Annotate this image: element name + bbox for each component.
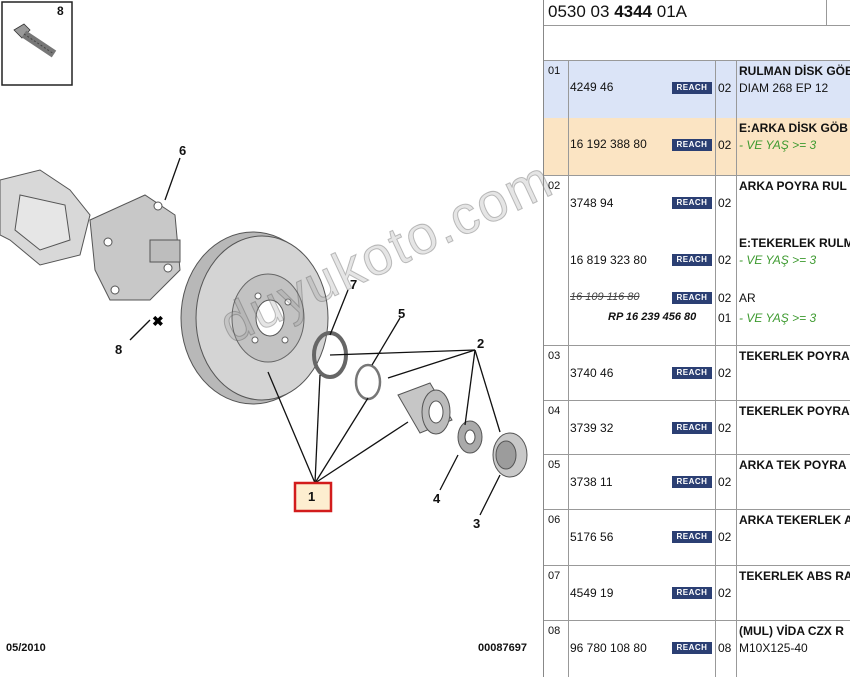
- reach-badge: REACH: [672, 254, 712, 266]
- part-number-superseded[interactable]: 16 109 116 80: [570, 291, 640, 303]
- part-quantity: 02: [718, 81, 732, 95]
- header-band: [544, 26, 850, 61]
- exploded-diagram: ✖ 8 6 7 5 2 8 1 4 3 duyukoto.com 05/2010…: [0, 1, 563, 654]
- reach-badge: REACH: [672, 367, 712, 379]
- hub-nut-drawing: [457, 420, 483, 454]
- callout-7[interactable]: 7: [350, 277, 358, 292]
- part-quantity: 08: [718, 641, 732, 655]
- callout-5[interactable]: 5: [398, 306, 406, 321]
- reach-badge: REACH: [672, 82, 712, 94]
- snap-ring: [354, 363, 382, 401]
- part-condition: - VE YAŞ >= 3: [739, 311, 817, 325]
- callout-8-inset[interactable]: 8: [57, 4, 64, 18]
- table-row[interactable]: 01 RULMAN DİSK GÖB 4249 46 REACH 02 DIAM…: [544, 61, 850, 176]
- table-row[interactable]: 04 TEKERLEK POYRA 3739 32 REACH 02: [544, 401, 850, 455]
- row-index: 08: [548, 625, 561, 637]
- part-number-replacement[interactable]: RP 16 239 456 80: [608, 311, 697, 323]
- part-quantity: 02: [718, 366, 732, 380]
- part-number[interactable]: 4249 46: [570, 80, 614, 94]
- part-number[interactable]: 3739 32: [570, 421, 614, 435]
- reach-badge: REACH: [672, 292, 712, 304]
- reach-badge: REACH: [672, 642, 712, 654]
- highlight-box: [293, 481, 333, 513]
- reach-badge: REACH: [672, 531, 712, 543]
- row-index: 04: [548, 405, 561, 417]
- row-index: 06: [548, 514, 561, 526]
- row-index: 03: [548, 350, 561, 362]
- part-condition: - VE YAŞ >= 3: [739, 253, 817, 267]
- part-number[interactable]: 3740 46: [570, 366, 614, 380]
- part-description: E:ARKA DİSK GÖB: [739, 121, 848, 135]
- table-row[interactable]: 03 TEKERLEK POYRA 3740 46 REACH 02: [544, 346, 850, 401]
- part-description: ARKA TEKERLEK A: [739, 513, 850, 527]
- part-description: ARKA POYRA RUL: [739, 179, 847, 193]
- part-quantity: 01: [718, 311, 732, 325]
- part-condition: - VE YAŞ >= 3: [739, 138, 817, 152]
- parts-table: 0530 03 4344 01A 01 RULMAN DİSK GÖB 4249…: [543, 0, 850, 677]
- diagram-code: 0530 03 4344 01A: [548, 2, 687, 21]
- part-number[interactable]: 3748 94: [570, 196, 614, 210]
- leader-lines: [129, 157, 501, 516]
- row-index: 07: [548, 570, 561, 582]
- part-number[interactable]: 16 819 323 80: [570, 253, 647, 267]
- callout-1[interactable]: 1: [308, 489, 316, 504]
- part-number[interactable]: 5176 56: [570, 530, 614, 544]
- part-quantity: 02: [718, 530, 732, 544]
- dust-cap-drawing: [492, 432, 528, 478]
- screw-icon: [13, 23, 57, 58]
- reach-badge: REACH: [672, 139, 712, 151]
- reach-badge: REACH: [672, 422, 712, 434]
- part-description: (MUL) VİDA CZX R: [739, 624, 844, 638]
- row-index: 05: [548, 459, 561, 471]
- table-row[interactable]: 02 ARKA POYRA RUL 3748 94 REACH 02 E:TEK…: [544, 176, 850, 346]
- part-description: TEKERLEK POYRA: [739, 349, 850, 363]
- callout-6[interactable]: 6: [179, 143, 187, 158]
- part-quantity: 02: [718, 421, 732, 435]
- part-description: E:TEKERLEK RULM: [739, 236, 850, 250]
- part-detail: M10X125-40: [739, 641, 808, 655]
- diagram-reference: 00087697: [478, 642, 527, 654]
- brake-disc-drawing: [180, 231, 329, 405]
- callout-3[interactable]: 3: [473, 516, 481, 531]
- callout-2[interactable]: 2: [477, 336, 485, 351]
- part-description: AR: [739, 291, 756, 305]
- diagram-drawing: ✖: [0, 1, 528, 516]
- part-description: TEKERLEK ABS RA: [739, 569, 850, 583]
- reach-badge: REACH: [672, 587, 712, 599]
- part-quantity: 02: [718, 291, 732, 305]
- part-number[interactable]: 96 780 108 80: [570, 641, 647, 655]
- part-number[interactable]: 3738 11: [570, 475, 613, 489]
- table-row[interactable]: 05 ARKA TEK POYRA 3738 11 REACH 02: [544, 455, 850, 510]
- part-quantity: 02: [718, 475, 732, 489]
- bearing-drawing: [397, 382, 453, 435]
- part-description: RULMAN DİSK GÖB: [739, 64, 850, 78]
- table-row[interactable]: 08 (MUL) VİDA CZX R 96 780 108 80 REACH …: [544, 621, 850, 677]
- part-number[interactable]: 4549 19: [570, 586, 614, 600]
- reach-badge: REACH: [672, 476, 712, 488]
- table-header: 0530 03 4344 01A: [544, 0, 850, 26]
- callout-8[interactable]: 8: [115, 342, 123, 357]
- part-quantity: 02: [718, 586, 732, 600]
- table-row[interactable]: 06 ARKA TEKERLEK A 5176 56 REACH 02: [544, 510, 850, 566]
- part-quantity: 02: [718, 253, 732, 267]
- part-quantity: 02: [718, 138, 732, 152]
- row-index: 02: [548, 180, 561, 192]
- part-description: TEKERLEK POYRA: [739, 404, 850, 418]
- part-detail: DIAM 268 EP 12: [739, 81, 829, 95]
- part-description: ARKA TEK POYRA: [739, 458, 847, 472]
- part-quantity: 02: [718, 196, 732, 210]
- knuckle-drawing: [0, 169, 181, 301]
- part-number[interactable]: 16 192 388 80: [570, 137, 647, 151]
- x-marker: ✖: [152, 313, 164, 329]
- diagram-date: 05/2010: [6, 642, 46, 654]
- callout-4[interactable]: 4: [433, 491, 441, 506]
- reach-badge: REACH: [672, 197, 712, 209]
- row-index: 01: [548, 65, 561, 77]
- table-row[interactable]: 07 TEKERLEK ABS RA 4549 19 REACH 02: [544, 566, 850, 621]
